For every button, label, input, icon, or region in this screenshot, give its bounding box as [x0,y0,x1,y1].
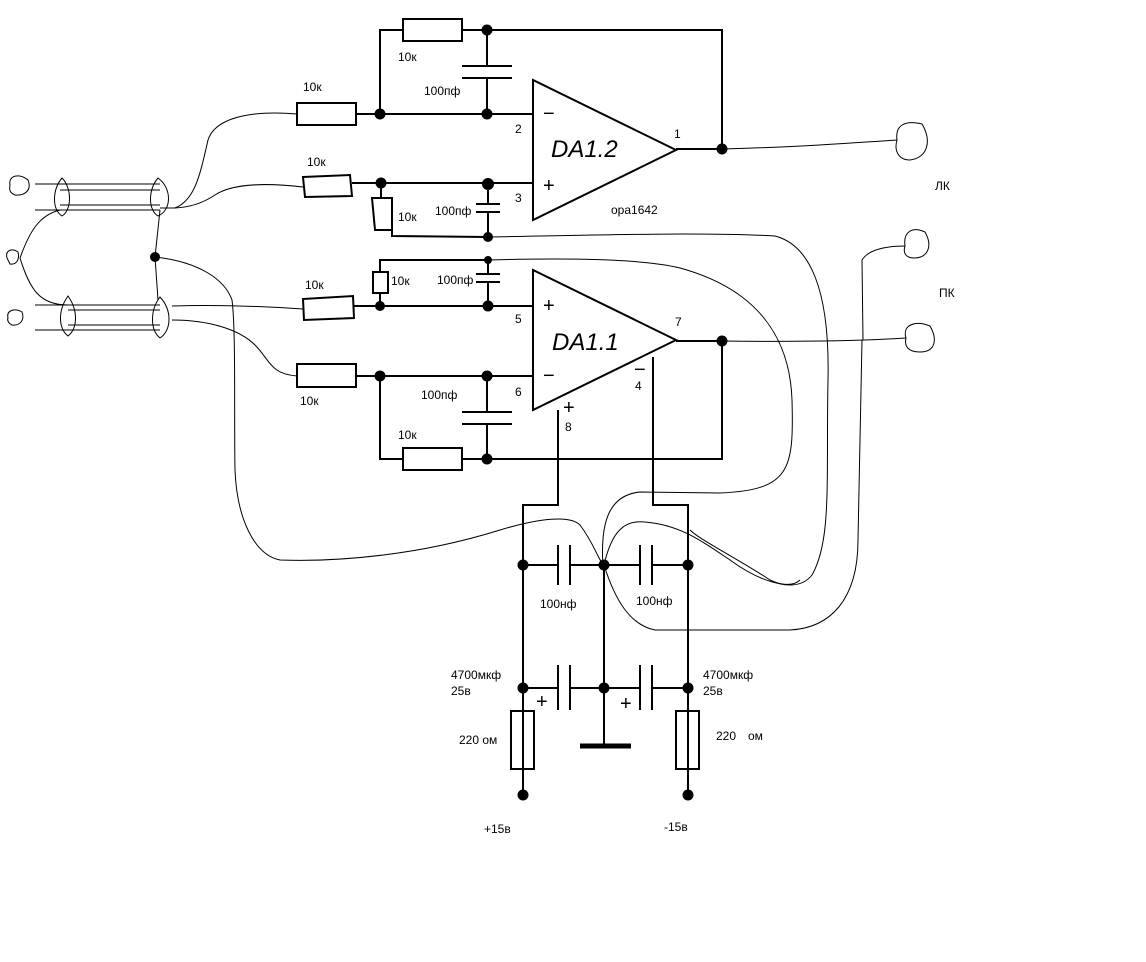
bottom-feedback-resistor-label: 10к [398,428,417,442]
opamp-da1-2-minus: − [543,103,555,125]
top-feedback-capacitor [462,30,512,114]
opamp-da1-1-plus: + [543,295,555,317]
ground-bus-loop [487,258,793,567]
pin-5-label: 5 [515,312,522,326]
top-feedback-resistor [402,18,463,42]
top-shunt-resistor-label: 10к [398,210,417,224]
upper-cable-end-left [54,177,70,217]
opamp-da1-1-name: DA1.1 [552,329,619,356]
bottom-input-resistor-inv-label: 10к [300,394,319,408]
top-noninv-cable [171,184,304,209]
power-resistor-right-value: 220 [716,729,736,743]
top-feedback-capacitor-label: 100пф [424,84,461,98]
opamp-da1-1-supply-plus: + [563,397,575,419]
top-input-capacitor [476,183,500,237]
bulk-cap-left-label: 4700мкф [451,668,501,682]
lower-cable-end-right [152,296,170,339]
decoupling-cap-right-label: 100нф [636,594,673,608]
lower-shielded-cable [35,304,160,331]
cable-shield-wires [19,209,161,306]
pin-1-label: 1 [674,127,681,141]
opamp-da1-1-supply-minus: − [634,359,646,381]
bulk-cap-left-voltage: 25в [451,684,471,698]
opamp-da1-1 [532,268,679,412]
ground-bus-right [487,233,829,586]
top-input-resistor-inv-label: 10к [303,80,322,94]
top-feedback-resistor-label: 10к [398,50,417,64]
top-input-capacitor-label: 100пф [435,204,472,218]
positive-supply-rail [522,410,559,795]
pin-2-label: 2 [515,122,522,136]
bottom-inv-cable [171,319,298,377]
bottom-input-resistor-noninv-label: 10к [305,278,324,292]
power-resistor-left-label: 220 ом [459,733,497,747]
ground-return-right [603,339,863,631]
upper-shielded-cable [35,183,160,211]
bottom-feedback-capacitor-label: 100пф [421,388,458,402]
bulk-cap-right-voltage: 25в [703,684,723,698]
ground-input-jack [6,249,19,265]
decoupling-cap-left-label: 100нф [540,597,577,611]
negative-supply-rail [652,357,689,795]
bottom-input-capacitor-label: 100пф [437,273,474,287]
opamp-da1-2-name: DA1.2 [551,136,618,163]
power-resistor-right-unit: ом [748,729,763,743]
bottom-feedback-wire [379,341,723,460]
top-input-resistor-noninv [301,173,354,199]
opamp-da1-2-plus: + [543,175,555,197]
power-resistor-right [675,710,700,770]
pin-7-label: 7 [675,315,682,329]
top-feedback-wire [379,29,723,149]
upper-cable-end-right [150,177,169,217]
right-channel-terminal-top [903,229,930,259]
opamp-model-label: opa1642 [611,203,658,217]
lower-input-jack [7,309,24,326]
bulk-cap-left-polarity: + [536,691,548,713]
ground-return-mid [603,521,801,585]
bottom-shunt-resistor-label: 10к [391,274,410,288]
bottom-feedback-resistor [402,447,463,471]
right-channel-link [861,245,906,341]
top-input-resistor-noninv-label: 10к [307,155,326,169]
opamp-da1-1-minus: − [543,365,555,387]
negative-supply-label: -15в [664,820,688,834]
bottom-feedback-capacitor [462,376,512,459]
lower-cable-end-left [60,295,76,337]
bulk-cap-right-label: 4700мкф [703,668,753,682]
ground-return-left [154,256,605,566]
left-channel-terminal [895,122,928,161]
bottom-noninv-cable [171,305,304,310]
pin-3-label: 3 [515,191,522,205]
top-input-resistor-inv [296,102,357,126]
pin-8-label: 8 [565,420,572,434]
upper-input-jack [9,175,30,196]
right-channel-terminal-bottom [904,323,935,353]
top-input-inv-cable [160,112,298,209]
bottom-input-resistor-noninv [301,294,356,322]
pin-6-label: 6 [515,385,522,399]
junction-dots [150,24,728,801]
left-channel-label: ЛК [935,179,950,193]
bottom-input-capacitor [476,260,500,306]
bulk-cap-right-polarity: + [620,693,632,715]
top-output-lead [721,139,898,150]
bottom-input-resistor-inv [296,363,357,388]
pin-4-label: 4 [635,379,642,393]
positive-supply-label: +15в [484,822,511,836]
opamp-da1-2 [532,78,679,222]
bottom-output-lead [721,337,907,342]
right-channel-label: ПК [939,286,955,300]
power-resistor-left [510,710,535,770]
